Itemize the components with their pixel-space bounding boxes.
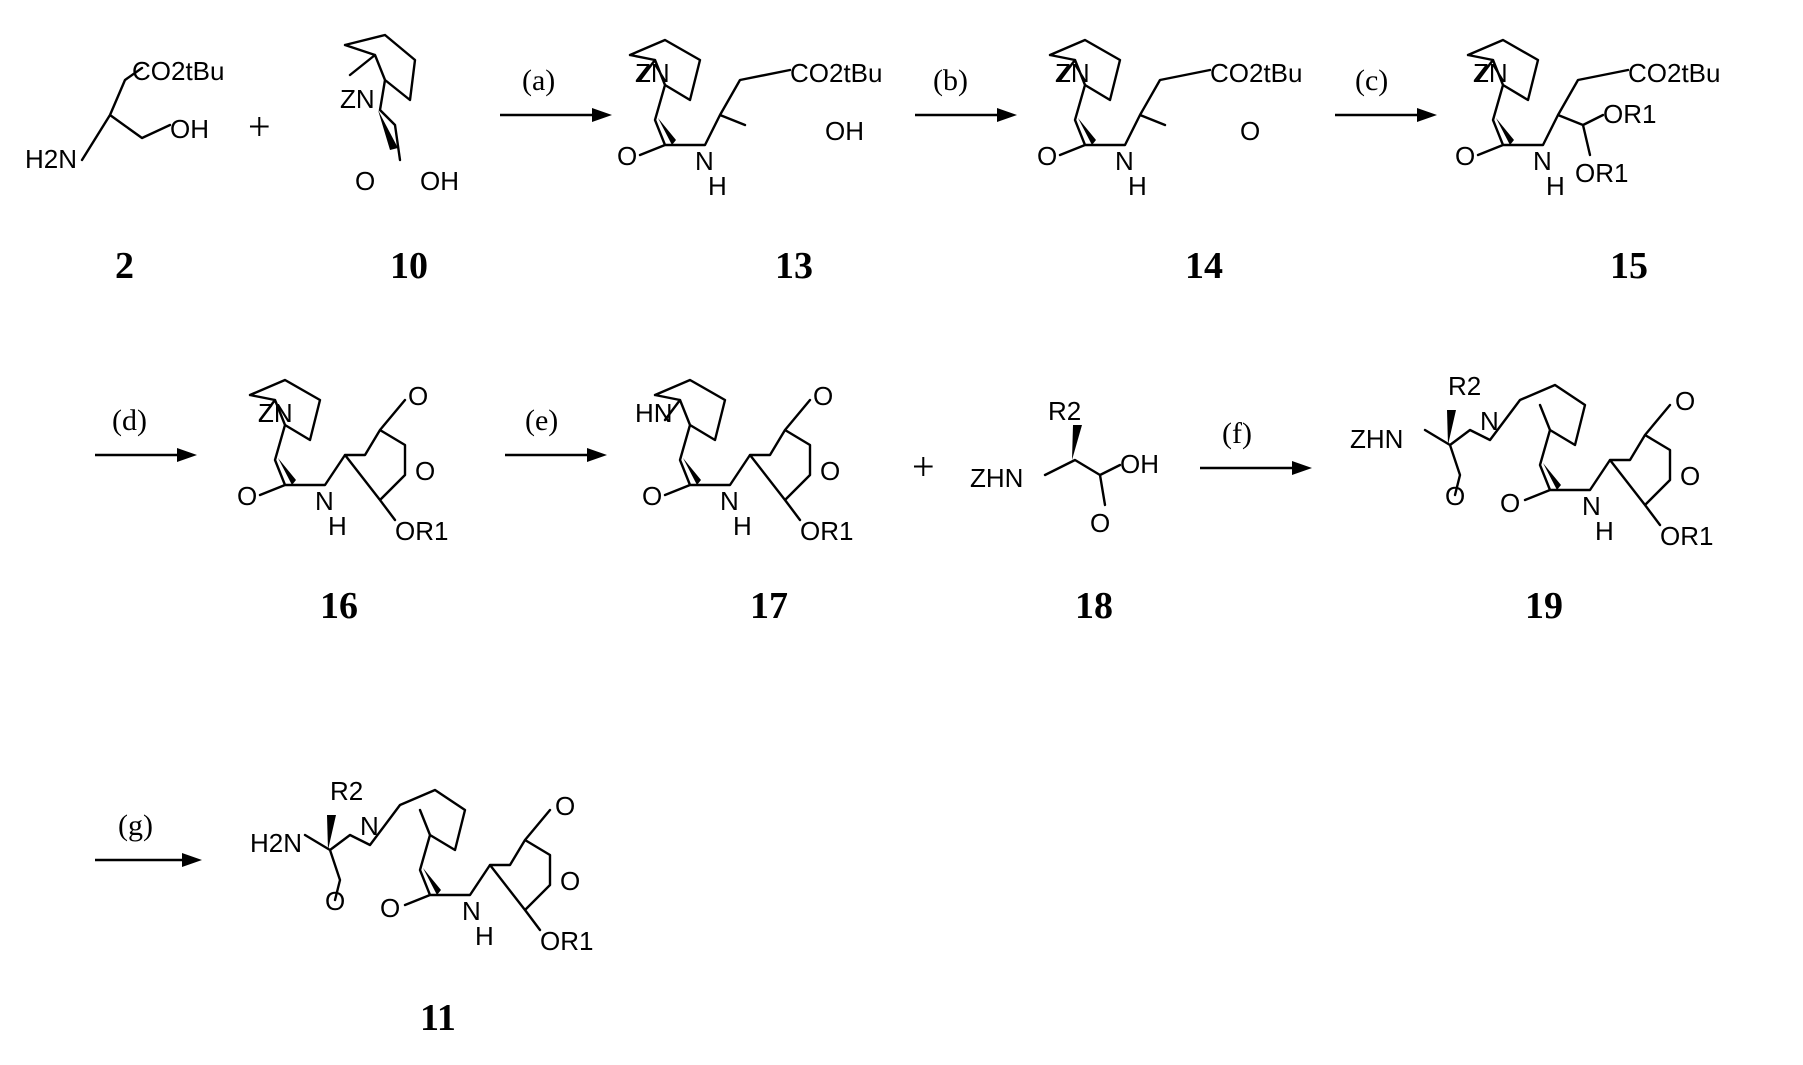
compound-17-ring-o-label: O (820, 456, 840, 486)
compound-16-amide-h-label: H (328, 511, 347, 541)
compound-19-ring-n-label: N (1480, 406, 1499, 436)
reaction-arrow-c: (c) (1335, 64, 1437, 122)
compound-14-aldehyde-o-label: O (1240, 116, 1260, 146)
compound-18-zhn-label: ZHN (970, 463, 1023, 493)
compound-16-ring-o-label: O (415, 456, 435, 486)
compound-15-amide-h-label: H (1546, 171, 1565, 201)
compound-19-lactone-o-label: O (1675, 386, 1695, 416)
step-d-label: (d) (112, 404, 147, 437)
compound-10-acid-oh-label: OH (420, 166, 459, 196)
compound-17-number: 17 (750, 585, 788, 627)
compound-14-number: 14 (1185, 245, 1223, 287)
compound-11-number: 11 (420, 997, 456, 1039)
compound-2-number: 2 (115, 245, 134, 287)
compound-11-alkoxy-label: OR1 (540, 926, 593, 956)
compound-15-ester-label: CO2tBu (1628, 58, 1721, 88)
compound-14-amide-o-label: O (1037, 141, 1057, 171)
compound-19-alkoxy-label: OR1 (1660, 521, 1713, 551)
compound-13-ester-label: CO2tBu (790, 58, 883, 88)
compound-15: ZN CO2tBu O N H OR1 OR1 15 (1455, 40, 1721, 287)
step-f-label: (f) (1222, 417, 1252, 450)
compound-13-amide-o-label: O (617, 141, 637, 171)
compound-17-nh-label: HN (635, 398, 673, 428)
compound-15-acetal-1-label: OR1 (1603, 99, 1656, 129)
compound-19-acyl-o-label: O (1445, 481, 1465, 511)
compound-11-acyl-o-label: O (325, 886, 345, 916)
compound-11-ring-n-label: N (360, 811, 379, 841)
compound-11-amide-o-label: O (380, 893, 400, 923)
compound-17-alkoxy-label: OR1 (800, 516, 853, 546)
compound-17: HN O O O N H OR1 17 (635, 380, 853, 627)
compound-18: R2 ZHN OH O 18 (970, 396, 1159, 627)
compound-18-oh-label: OH (1120, 449, 1159, 479)
reaction-arrow-f: (f) (1200, 417, 1312, 475)
compound-15-zn-label: ZN (1473, 58, 1508, 88)
compound-13-number: 13 (775, 245, 813, 287)
compound-19-zhn-label: ZHN (1350, 424, 1403, 454)
reaction-arrow-b: (b) (915, 64, 1017, 122)
step-b-label: (b) (933, 64, 968, 97)
compound-10-zn-label: ZN (340, 84, 375, 114)
compound-18-number: 18 (1075, 585, 1113, 627)
step-e-label: (e) (525, 404, 558, 437)
compound-2: CO2tBu H2N OH 2 (25, 56, 225, 287)
compound-13: ZN CO2tBu O N H OH 13 (617, 40, 883, 287)
compound-13-alcohol-label: OH (825, 116, 864, 146)
compound-11-r2-label: R2 (330, 776, 363, 806)
compound-13-amide-h-label: H (708, 171, 727, 201)
compound-10-acid-o-label: O (355, 166, 375, 196)
compound-16-lactone-o-label: O (408, 381, 428, 411)
compound-11: R2 H2N N O O O O N H OR1 11 (250, 776, 593, 1039)
compound-17-lactone-o-label: O (813, 381, 833, 411)
reaction-arrow-d: (d) (95, 404, 197, 462)
compound-15-acetal-2-label: OR1 (1575, 158, 1628, 188)
reaction-arrow-e: (e) (505, 404, 607, 462)
compound-17-amide-o-label: O (642, 481, 662, 511)
compound-19-amide-o-label: O (1500, 488, 1520, 518)
compound-19: R2 ZHN N O O O O N H OR1 19 (1350, 371, 1713, 627)
compound-10: ZN O OH 10 (340, 35, 459, 287)
compound-14: ZN CO2tBu O N H O 14 (1037, 40, 1303, 287)
compound-16-amide-o-label: O (237, 481, 257, 511)
compound-16-zn-label: ZN (258, 398, 293, 428)
compound-18-r2-label: R2 (1048, 396, 1081, 426)
compound-19-r2-label: R2 (1448, 371, 1481, 401)
compound-10-number: 10 (390, 245, 428, 287)
compound-11-amine-label: H2N (250, 828, 302, 858)
compound-16: ZN O O O N H OR1 16 (237, 380, 448, 627)
compound-2-amine-label: H2N (25, 144, 77, 174)
reaction-arrow-a: (a) (500, 64, 612, 122)
reaction-arrow-g: (g) (95, 809, 202, 867)
compound-19-number: 19 (1525, 585, 1563, 627)
compound-19-amide-h-label: H (1595, 516, 1614, 546)
step-c-label: (c) (1355, 64, 1388, 97)
compound-19-ring-o-label: O (1680, 461, 1700, 491)
compound-11-ring-o-label: O (560, 866, 580, 896)
compound-2-alcohol-label: OH (170, 114, 209, 144)
compound-15-amide-o-label: O (1455, 141, 1475, 171)
compound-16-alkoxy-label: OR1 (395, 516, 448, 546)
plus-sign-2: + (912, 444, 935, 489)
compound-18-o-label: O (1090, 508, 1110, 538)
compound-17-amide-h-label: H (733, 511, 752, 541)
compound-14-amide-h-label: H (1128, 171, 1147, 201)
plus-sign-1: + (248, 104, 271, 149)
compound-13-zn-label: ZN (635, 58, 670, 88)
step-a-label: (a) (522, 64, 555, 97)
compound-14-zn-label: ZN (1055, 58, 1090, 88)
compound-2-ester-label: CO2tBu (132, 56, 225, 86)
compound-16-number: 16 (320, 585, 358, 627)
compound-15-number: 15 (1610, 245, 1648, 287)
compound-14-ester-label: CO2tBu (1210, 58, 1303, 88)
step-g-label: (g) (118, 809, 153, 842)
compound-11-lactone-o-label: O (555, 791, 575, 821)
compound-11-amide-h-label: H (475, 921, 494, 951)
